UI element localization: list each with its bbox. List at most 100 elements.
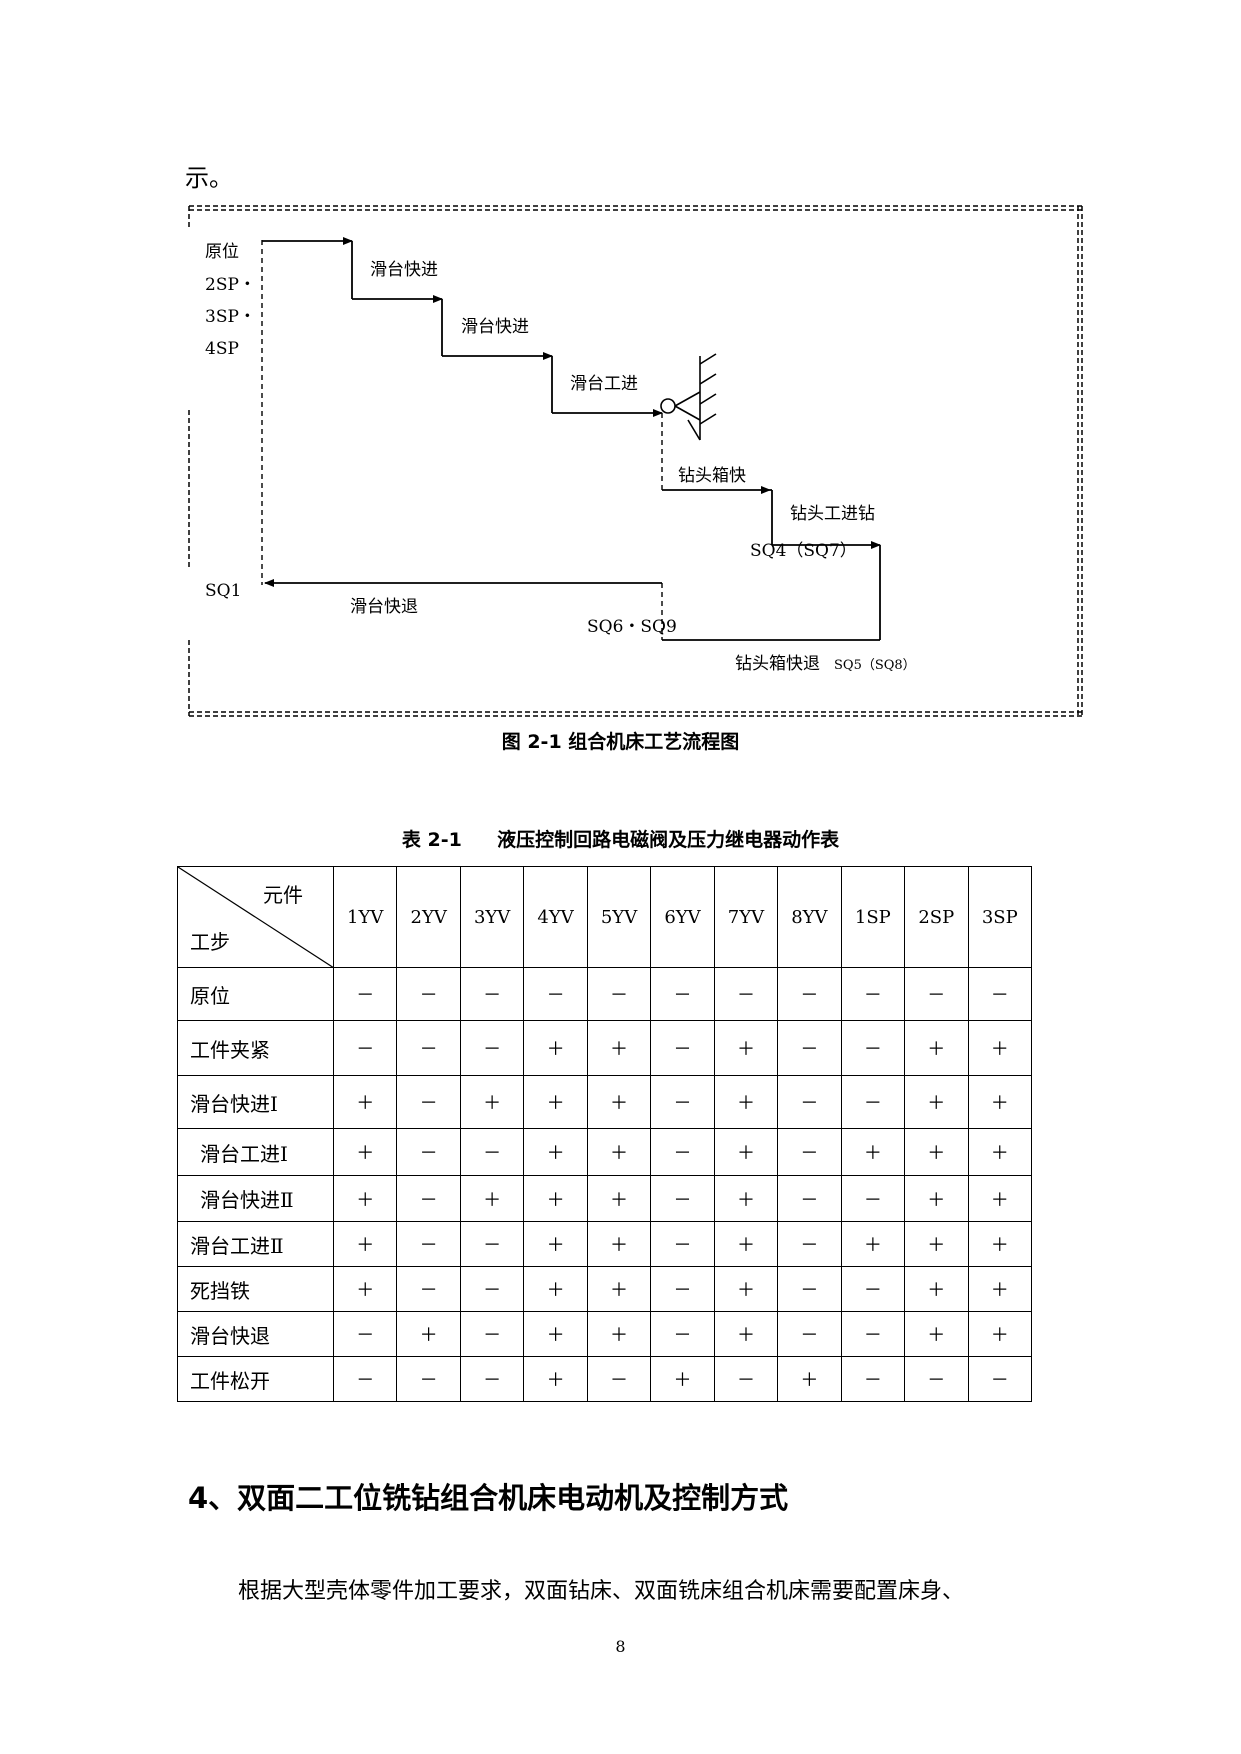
table-cell: － <box>459 967 525 1021</box>
table-cell: － <box>586 1356 652 1402</box>
table-cell: － <box>650 1075 715 1129</box>
table-cell: ＋ <box>713 1311 779 1357</box>
step-drill-work: 钻头工进钻 <box>790 504 875 524</box>
table-cell: － <box>650 1175 715 1222</box>
table-cell: － <box>650 1221 715 1267</box>
table-cell: － <box>904 1356 969 1402</box>
table-cell: ＋ <box>904 1020 969 1076</box>
column-header: 1YV <box>332 866 398 968</box>
sq4-label: SQ4（SQ7） <box>750 541 857 561</box>
row-label: 工件松开 <box>177 1356 334 1402</box>
table-cell: － <box>332 967 398 1021</box>
column-header: 1SP <box>840 866 906 968</box>
table-cell: ＋ <box>459 1175 525 1222</box>
table-cell: ＋ <box>586 1075 652 1129</box>
table-cell: ＋ <box>904 1221 969 1267</box>
table-cell: － <box>840 1311 906 1357</box>
row-label: 滑台快进Ⅱ <box>177 1175 334 1222</box>
row-label: 原位 <box>177 967 334 1021</box>
table-cell: ＋ <box>523 1075 588 1129</box>
table-cell: － <box>840 1075 906 1129</box>
section-heading: 4、双面二工位铣钻组合机床电动机及控制方式 <box>188 1481 789 1515</box>
column-header: 4YV <box>523 866 588 968</box>
table-cell: ＋ <box>904 1128 969 1176</box>
sq1-label: SQ1 <box>205 581 241 601</box>
table-row: 滑台快进Ⅱ＋－＋＋＋－＋－－＋＋ <box>177 1175 1033 1222</box>
table-cell: － <box>777 1311 842 1357</box>
table-cell: ＋ <box>332 1266 398 1312</box>
table-cell: － <box>650 967 715 1021</box>
body-paragraph: 根据大型壳体零件加工要求，双面钻床、双面铣床组合机床需要配置床身、 <box>238 1579 965 1604</box>
step-work-advance: 滑台工进 <box>570 374 638 394</box>
table-cell: ＋ <box>586 1221 652 1267</box>
table-caption-title: 液压控制回路电磁阀及压力继电器动作表 <box>497 829 840 851</box>
table-cell: － <box>396 1356 461 1402</box>
table-cell: ＋ <box>523 1128 588 1176</box>
table-row: 工件夹紧－－－＋＋－＋－－＋＋ <box>177 1020 1033 1076</box>
intro-text: 示。 <box>185 164 233 192</box>
row-label: 滑台快进Ⅰ <box>177 1075 334 1129</box>
table-row: 滑台工进Ⅰ＋－－＋＋－＋－＋＋＋ <box>177 1128 1033 1176</box>
table-row: 滑台快退－＋－＋＋－＋－－＋＋ <box>177 1311 1033 1357</box>
table-cell: － <box>332 1020 398 1076</box>
table-cell: － <box>650 1311 715 1357</box>
table-cell: － <box>459 1020 525 1076</box>
row-label: 工件夹紧 <box>177 1020 334 1076</box>
step-fast-return: 滑台快退 <box>350 597 418 617</box>
table-cell: ＋ <box>332 1221 398 1267</box>
table-cell: － <box>777 1221 842 1267</box>
table-cell: － <box>777 1266 842 1312</box>
column-header: 5YV <box>586 866 652 968</box>
column-header: 6YV <box>650 866 715 968</box>
table-cell: ＋ <box>904 1311 969 1357</box>
table-cell: － <box>713 1356 779 1402</box>
table-cell: ＋ <box>967 1311 1033 1357</box>
table-cell: － <box>650 1020 715 1076</box>
table-cell: ＋ <box>586 1311 652 1357</box>
table-cell: － <box>332 1356 398 1402</box>
table-cell: － <box>459 1356 525 1402</box>
row-label: 死挡铁 <box>177 1266 334 1312</box>
table-row: 原位－－－－－－－－－－－ <box>177 967 1033 1021</box>
table-cell: － <box>713 967 779 1021</box>
table-cell: － <box>332 1311 398 1357</box>
table-cell: ＋ <box>840 1128 906 1176</box>
table-cell: － <box>967 967 1033 1021</box>
corner-component-label: 元件 <box>263 883 303 907</box>
column-header: 3YV <box>459 866 525 968</box>
table-cell: ＋ <box>523 1356 588 1402</box>
column-header: 2SP <box>904 866 969 968</box>
table-row: 滑台工进Ⅱ＋－－＋＋－＋－＋＋＋ <box>177 1221 1033 1267</box>
table-cell: ＋ <box>967 1175 1033 1222</box>
table-cell: ＋ <box>713 1128 779 1176</box>
table-cell: ＋ <box>586 1175 652 1222</box>
row-label: 滑台工进Ⅱ <box>177 1221 334 1267</box>
table-cell: ＋ <box>586 1266 652 1312</box>
table-cell: － <box>396 1020 461 1076</box>
sq6-label: SQ6・SQ9 <box>587 617 677 637</box>
table-cell: － <box>840 1356 906 1402</box>
table-cell: ＋ <box>523 1311 588 1357</box>
table-cell: ＋ <box>713 1175 779 1222</box>
column-header: 8YV <box>777 866 842 968</box>
table-cell: － <box>650 1266 715 1312</box>
row-label: 滑台工进Ⅰ <box>177 1128 334 1176</box>
table-cell: ＋ <box>904 1175 969 1222</box>
table-cell: ＋ <box>396 1311 461 1357</box>
table-cell: － <box>777 1020 842 1076</box>
table-cell: － <box>777 1128 842 1176</box>
table-cell: ＋ <box>904 1266 969 1312</box>
table-cell: ＋ <box>459 1075 525 1129</box>
drill-fast-path <box>661 413 771 640</box>
figure-caption: 图 2-1 组合机床工艺流程图 <box>501 731 740 753</box>
step-fast-advance-2: 滑台快进 <box>461 317 529 337</box>
table-cell: ＋ <box>967 1075 1033 1129</box>
column-header: 2YV <box>396 866 461 968</box>
table-cell: ＋ <box>332 1075 398 1129</box>
diagram-frame <box>188 205 1083 717</box>
process-flow-diagram: 原位 2SP・ 3SP・ 4SP 滑台快进 滑台快进 滑台工进 钻头箱快 钻头工… <box>188 205 1083 717</box>
table-cell: ＋ <box>840 1221 906 1267</box>
table-cell: － <box>840 1020 906 1076</box>
table-cell: ＋ <box>777 1356 842 1402</box>
